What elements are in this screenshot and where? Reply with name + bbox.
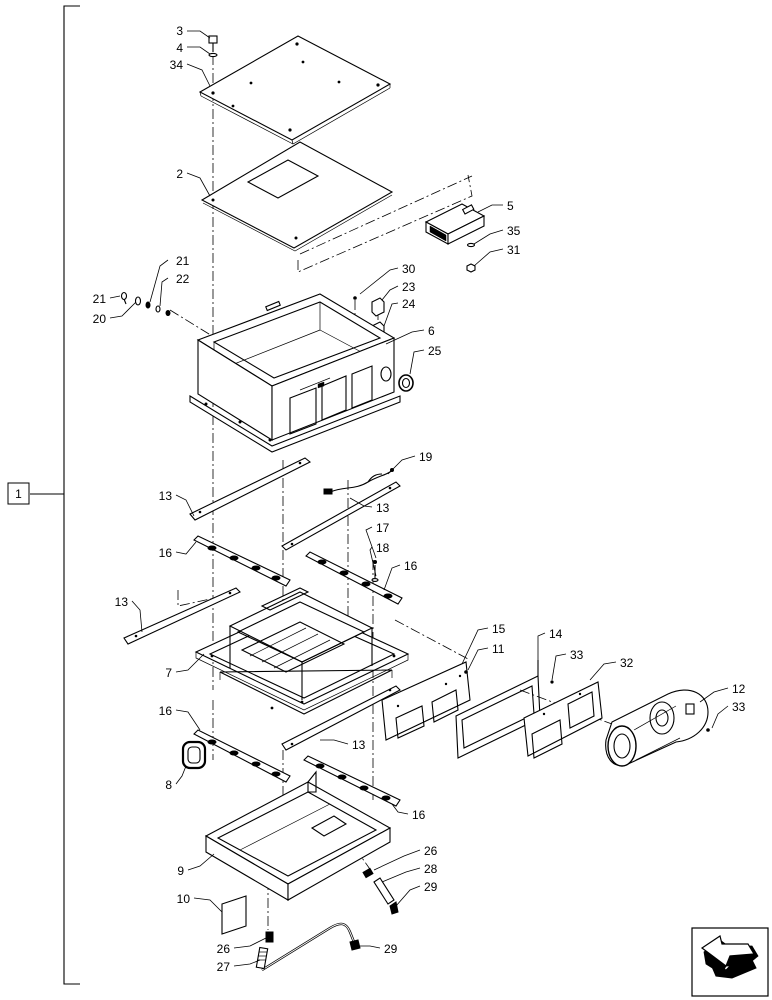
callout-8: 8 [165, 778, 172, 792]
seal-strip-left [123, 587, 241, 645]
callout-16-upper-left: 16 [159, 546, 173, 560]
callout-20: 20 [93, 312, 107, 326]
callout-15: 15 [492, 622, 506, 636]
drain-fitting [362, 867, 399, 915]
wire-harness [323, 468, 394, 495]
seal-strip-lower [281, 685, 401, 751]
callout-16-lower-right: 16 [412, 808, 426, 822]
gasket-plate [200, 141, 394, 252]
callout-13-left: 13 [115, 595, 129, 609]
callout-35: 35 [507, 224, 521, 238]
seal-strip-upper-left [189, 457, 312, 521]
drain-hose [255, 922, 361, 972]
callout-28: 28 [424, 862, 438, 876]
filter-pad [221, 895, 247, 935]
foam-pad-upper-left [193, 535, 291, 587]
callout-3: 3 [176, 24, 183, 38]
seal-strip-upper-right [281, 481, 401, 551]
main-housing [189, 293, 401, 453]
callout-4: 4 [176, 41, 183, 55]
assembly-bracket [30, 5, 80, 985]
blower-motor [605, 689, 710, 767]
foam-pad-upper-right [305, 551, 403, 605]
callout-33-upper: 33 [570, 648, 584, 662]
callout-17: 17 [376, 521, 390, 535]
callout-9: 9 [177, 864, 184, 878]
callout-23: 23 [402, 280, 416, 294]
drain-tray [204, 770, 392, 901]
callout-33-lower: 33 [732, 700, 746, 714]
grommet [398, 374, 414, 392]
callout-14: 14 [549, 627, 563, 641]
callout-25: 25 [428, 344, 442, 358]
callout-26-lower: 26 [217, 942, 231, 956]
callout-13-lower: 13 [352, 738, 366, 752]
assembly-callout-box[interactable]: 1 [7, 482, 30, 505]
heater-core-frame [194, 587, 410, 715]
callout-2: 2 [176, 167, 183, 181]
callout-29-upper: 29 [424, 880, 438, 894]
duct-grommet [181, 740, 207, 770]
callout-7: 7 [165, 666, 172, 680]
assembly-number: 1 [15, 487, 22, 501]
callout-5: 5 [507, 199, 514, 213]
leader-lines [109, 30, 729, 967]
callout-12: 12 [732, 682, 746, 696]
callout-16-upper-right: 16 [404, 559, 418, 573]
callout-19: 19 [419, 450, 433, 464]
callout-24: 24 [402, 297, 416, 311]
callout-32: 32 [620, 656, 634, 670]
callout-26-upper: 26 [424, 844, 438, 858]
screw-and-washer [208, 35, 218, 58]
blower-mounting-plate [523, 680, 603, 759]
callout-27: 27 [217, 960, 231, 974]
callout-16-lower-left: 16 [159, 704, 173, 718]
grille-panel [381, 661, 471, 741]
callout-31: 31 [507, 243, 521, 257]
callout-18: 18 [376, 541, 390, 555]
fastener-stack [120, 291, 171, 316]
previous-page-arrow-icon[interactable] [691, 927, 769, 997]
callout-10: 10 [177, 892, 191, 906]
callout-21-upper: 21 [176, 254, 190, 268]
callout-30: 30 [402, 262, 416, 276]
foam-pad-lower-right [303, 755, 401, 807]
foam-pad-lower-left [193, 729, 291, 783]
callout-11: 11 [492, 642, 505, 656]
callout-13-upper-right: 13 [376, 501, 390, 515]
callout-labels: 3 4 34 2 5 35 31 21 22 21 20 30 23 24 6 … [93, 24, 746, 974]
callout-13-upper-left: 13 [159, 489, 173, 503]
callout-21-lower: 21 [93, 292, 107, 306]
callout-34: 34 [170, 58, 184, 72]
washer-and-nut [466, 242, 476, 273]
control-module [424, 203, 486, 245]
top-cover-plate [198, 35, 392, 145]
callout-22: 22 [176, 272, 190, 286]
callout-29-lower: 29 [384, 942, 398, 956]
callout-6: 6 [428, 324, 435, 338]
